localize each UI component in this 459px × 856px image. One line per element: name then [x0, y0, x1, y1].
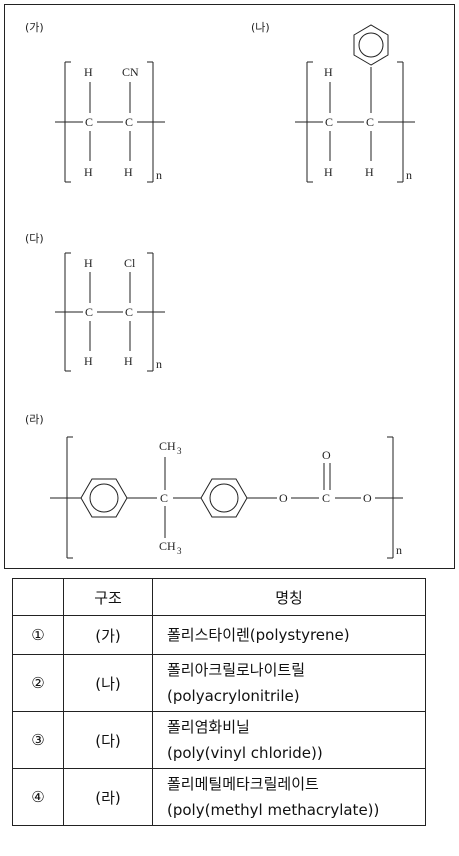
structure-ga: (가) C C H CN H H n — [25, 21, 165, 183]
repeat-n: n — [406, 168, 412, 182]
table-row: ① (가) 폴리스타이렌(polystyrene) — [12, 615, 426, 655]
row-name-line2: (poly(vinyl chloride)) — [167, 744, 323, 762]
row-name-line1: 폴리아크릴로나이트릴 — [167, 661, 306, 679]
repeat-n: n — [156, 357, 162, 371]
atom-o: O — [279, 491, 288, 505]
atom-c: C — [325, 115, 333, 129]
atom-h: H — [84, 165, 93, 179]
row-structure: (나) — [63, 654, 153, 712]
table-row: ④ (라) 폴리메틸메타크릴레이트 (poly(methyl methacryl… — [12, 768, 426, 826]
row-structure: (가) — [63, 615, 153, 655]
atom-ch3-sub: 3 — [177, 446, 182, 456]
row-name: 폴리메틸메타크릴레이트 (poly(methyl methacrylate)) — [152, 768, 426, 826]
atom-ch3-sub: 3 — [177, 546, 182, 556]
row-number: ④ — [12, 768, 64, 826]
row-structure: (라) — [63, 768, 153, 826]
atom-c: C — [322, 491, 330, 505]
atom-ch3: CH — [159, 539, 176, 553]
row-number: ① — [12, 615, 64, 655]
row-name-line2: (poly(methyl methacrylate)) — [167, 801, 380, 819]
row-name: 폴리염화비닐 (poly(vinyl chloride)) — [152, 711, 426, 769]
row-number: ② — [12, 654, 64, 712]
atom-ch3: CH — [159, 439, 176, 453]
atom-o: O — [363, 491, 372, 505]
table-row: ② (나) 폴리아크릴로나이트릴 (polyacrylonitrile) — [12, 654, 426, 712]
atom-c: C — [125, 305, 133, 319]
row-name-line1: 폴리염화비닐 — [167, 718, 250, 736]
structure-ra: (라) C CH 3 CH 3 O C O O n — [25, 413, 403, 559]
atom-h: H — [365, 165, 374, 179]
atom-cl: Cl — [124, 256, 136, 270]
table-header-row: 구조 명칭 — [12, 578, 426, 616]
atom-c: C — [160, 491, 168, 505]
row-name-line1: 폴리스타이렌(polystyrene) — [167, 626, 350, 644]
structures-svg: (가) C C H CN H H n (나) C C H H H n (다) — [25, 21, 415, 559]
structure-ra-label: (라) — [25, 413, 44, 426]
row-name-line2: (polyacrylonitrile) — [167, 687, 300, 705]
row-name: 폴리스타이렌(polystyrene) — [152, 615, 426, 655]
repeat-n: n — [156, 168, 162, 182]
structure-ga-label: (가) — [25, 21, 44, 34]
atom-cn: CN — [122, 65, 139, 79]
structure-na-label: (나) — [251, 21, 270, 34]
structures-panel: (가) C C H CN H H n (나) C C H H H n (다) — [4, 4, 455, 569]
structure-da: (다) C C H Cl H H n — [25, 232, 165, 372]
atom-c: C — [85, 115, 93, 129]
atom-h: H — [84, 354, 93, 368]
header-cell — [12, 578, 64, 616]
atom-c: C — [125, 115, 133, 129]
structure-da-label: (다) — [25, 232, 44, 245]
header-cell: 구조 — [63, 578, 153, 616]
structure-na: (나) C C H H H n — [251, 21, 415, 183]
atom-c: C — [85, 305, 93, 319]
answer-table: 구조 명칭 ① (가) 폴리스타이렌(polystyrene) ② (나) 폴리… — [12, 578, 426, 826]
row-number: ③ — [12, 711, 64, 769]
row-structure: (다) — [63, 711, 153, 769]
atom-h: H — [84, 65, 93, 79]
atom-h: H — [324, 165, 333, 179]
atom-c: C — [366, 115, 374, 129]
row-name-line1: 폴리메틸메타크릴레이트 — [167, 775, 319, 793]
atom-h: H — [124, 165, 133, 179]
atom-o: O — [322, 448, 331, 462]
atom-h: H — [124, 354, 133, 368]
atom-h: H — [324, 65, 333, 79]
row-name: 폴리아크릴로나이트릴 (polyacrylonitrile) — [152, 654, 426, 712]
table-row: ③ (다) 폴리염화비닐 (poly(vinyl chloride)) — [12, 711, 426, 769]
atom-h: H — [84, 256, 93, 270]
header-cell: 명칭 — [152, 578, 426, 616]
repeat-n: n — [396, 543, 402, 557]
